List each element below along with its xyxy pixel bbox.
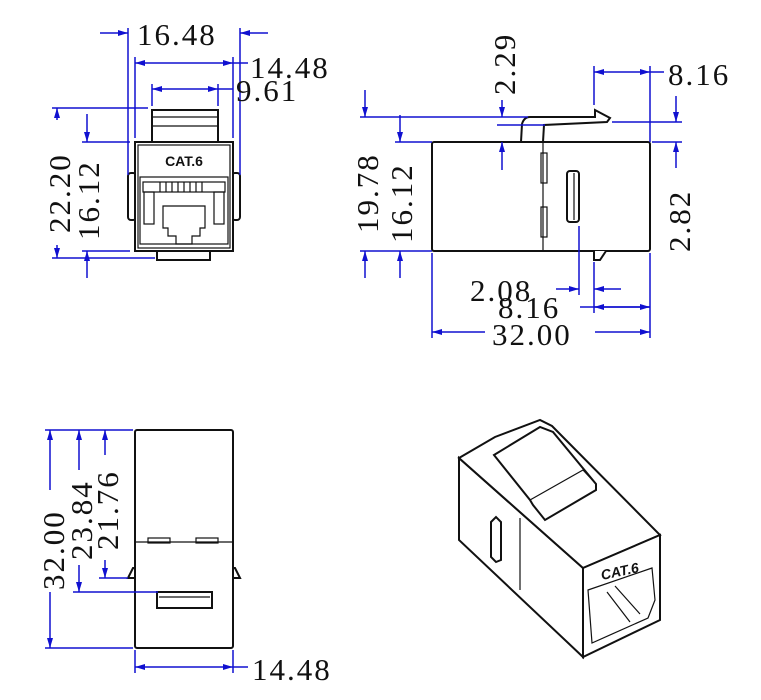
dim-bottom-21-76: 21.76 (90, 470, 125, 550)
side-latch (519, 108, 612, 143)
iso-cat6-label: CAT.6 (599, 559, 640, 583)
iso-latch (492, 425, 597, 522)
dim-bottom-14-48: 14.48 (252, 652, 332, 687)
dim-side-32-00: 32.00 (492, 317, 572, 352)
dim-front-22-20: 22.20 (42, 153, 77, 233)
dim-side-2-29: 2.29 (487, 33, 522, 95)
dim-front-16-48: 16.48 (137, 17, 217, 52)
side-view (431, 108, 651, 261)
bottom-slot (156, 591, 213, 609)
dim-side-8-16-top: 8.16 (668, 57, 730, 92)
dim-side-2-82: 2.82 (662, 190, 697, 252)
dim-front-16-12: 16.12 (71, 160, 106, 240)
iso-front-face (582, 533, 661, 659)
bottom-view (126, 429, 242, 649)
side-slot (566, 170, 580, 223)
bottom-tab (156, 250, 211, 261)
side-body (431, 141, 651, 252)
iso-slot (490, 515, 502, 564)
dim-side-2-08: 2.08 (470, 273, 532, 308)
dim-side-16-12: 16.12 (384, 163, 419, 243)
dim-bottom-32-00: 32.00 (36, 510, 71, 590)
dim-bottom-23-84: 23.84 (64, 480, 99, 560)
bottom-dimensions: 32.00 23.84 21.76 14.48 (36, 429, 332, 687)
dim-front-9-61: 9.61 (236, 73, 298, 108)
front-dimensions: 16.48 14.48 9.61 22.20 16.12 (42, 17, 330, 278)
side-foot (593, 250, 607, 261)
dim-side-8-16-bottom: 8.16 (498, 290, 560, 325)
dim-side-19-78: 19.78 (350, 153, 385, 233)
dim-front-14-48: 14.48 (250, 50, 330, 85)
isometric-view: CAT.6 (457, 418, 662, 660)
front-cat6-label: CAT.6 (165, 153, 203, 169)
side-dimensions: 19.78 16.12 2.29 8.16 2.82 2.08 8.16 32.… (350, 33, 730, 352)
front-view: CAT.6 (127, 109, 241, 261)
